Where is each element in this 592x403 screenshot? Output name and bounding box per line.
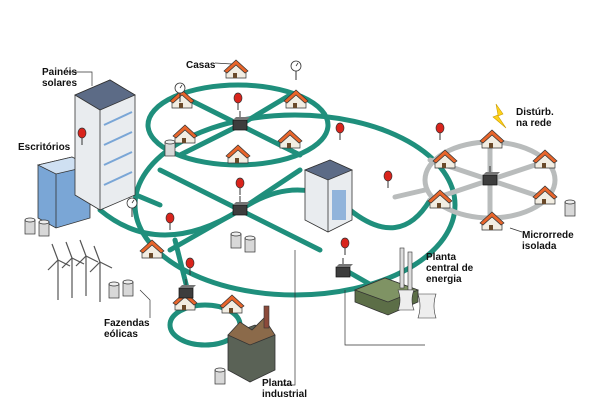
label-grid-disturbance: Distúrb. na rede: [516, 107, 554, 129]
solar-tower-building: [74, 79, 136, 211]
storage-tank-icon: [38, 219, 50, 237]
label-offices: Escritórios: [18, 142, 71, 153]
house-icon: [219, 294, 245, 314]
center-office-building: [303, 159, 354, 233]
smart-meter-icon: [335, 122, 345, 141]
label-line: Distúrb.: [516, 107, 554, 118]
smart-meter-icon: [165, 212, 175, 231]
wind-farm: [47, 239, 113, 303]
label-line: energia: [426, 274, 462, 285]
label-line: eólicas: [104, 329, 138, 340]
storage-tank-icon: [164, 139, 176, 157]
label-line: isolada: [522, 241, 557, 252]
storage-tank-icon: [230, 231, 242, 249]
label-line: Fazendas: [104, 318, 150, 329]
label-solar-panels: Painéis solares: [42, 67, 77, 89]
house-icon: [225, 144, 251, 164]
label-line: central de: [426, 263, 474, 274]
cooling-tower-icon: [417, 293, 437, 319]
house-icon: [172, 124, 198, 144]
house-icon: [479, 211, 505, 231]
gauge-icon: [290, 60, 302, 81]
label-line: Painéis: [42, 67, 78, 78]
smart-meter-icon: [383, 170, 393, 189]
power-plant: [353, 247, 437, 319]
label-isolated-microgrid: Microrrede isolada: [522, 230, 574, 252]
house-icon: [479, 129, 505, 149]
storage-tank-icon: [108, 281, 120, 299]
label-line: Microrrede: [522, 230, 574, 241]
label-line: industrial: [262, 389, 308, 400]
label-power-plant: Planta central de energia: [426, 252, 473, 285]
storage-tank-icon: [564, 199, 576, 217]
smart-meter-icon: [435, 122, 445, 141]
house-icon: [432, 149, 458, 169]
industrial-plant: [227, 305, 276, 383]
storage-tank-icon: [24, 217, 36, 235]
label-industrial-plant: Planta industrial: [262, 378, 307, 400]
house-icon: [139, 239, 165, 259]
storage-tank-icon: [122, 279, 134, 297]
label-line: solares: [42, 78, 78, 89]
smart-meter-icon: [235, 177, 245, 196]
leader-lines: [65, 62, 523, 386]
label-line: Planta: [262, 378, 293, 389]
label-wind-farms: Fazendas eólicas: [104, 318, 150, 340]
microgrid-lines: [392, 137, 558, 223]
smart-meter-icon: [233, 92, 243, 111]
wind-turbine-icon: [61, 241, 85, 299]
wind-turbine-icon: [47, 243, 71, 301]
cooling-tower-icon: [397, 289, 415, 311]
spark-icon: [492, 103, 507, 129]
label-line: Planta: [426, 252, 457, 263]
house-icon: [277, 129, 303, 149]
smart-meter-icon: [340, 237, 350, 256]
house-icon: [223, 59, 249, 79]
storage-tank-icon: [244, 235, 256, 253]
label-line: na rede: [516, 118, 552, 129]
label-houses: Casas: [186, 60, 216, 71]
storage-tank-icon: [214, 367, 226, 385]
